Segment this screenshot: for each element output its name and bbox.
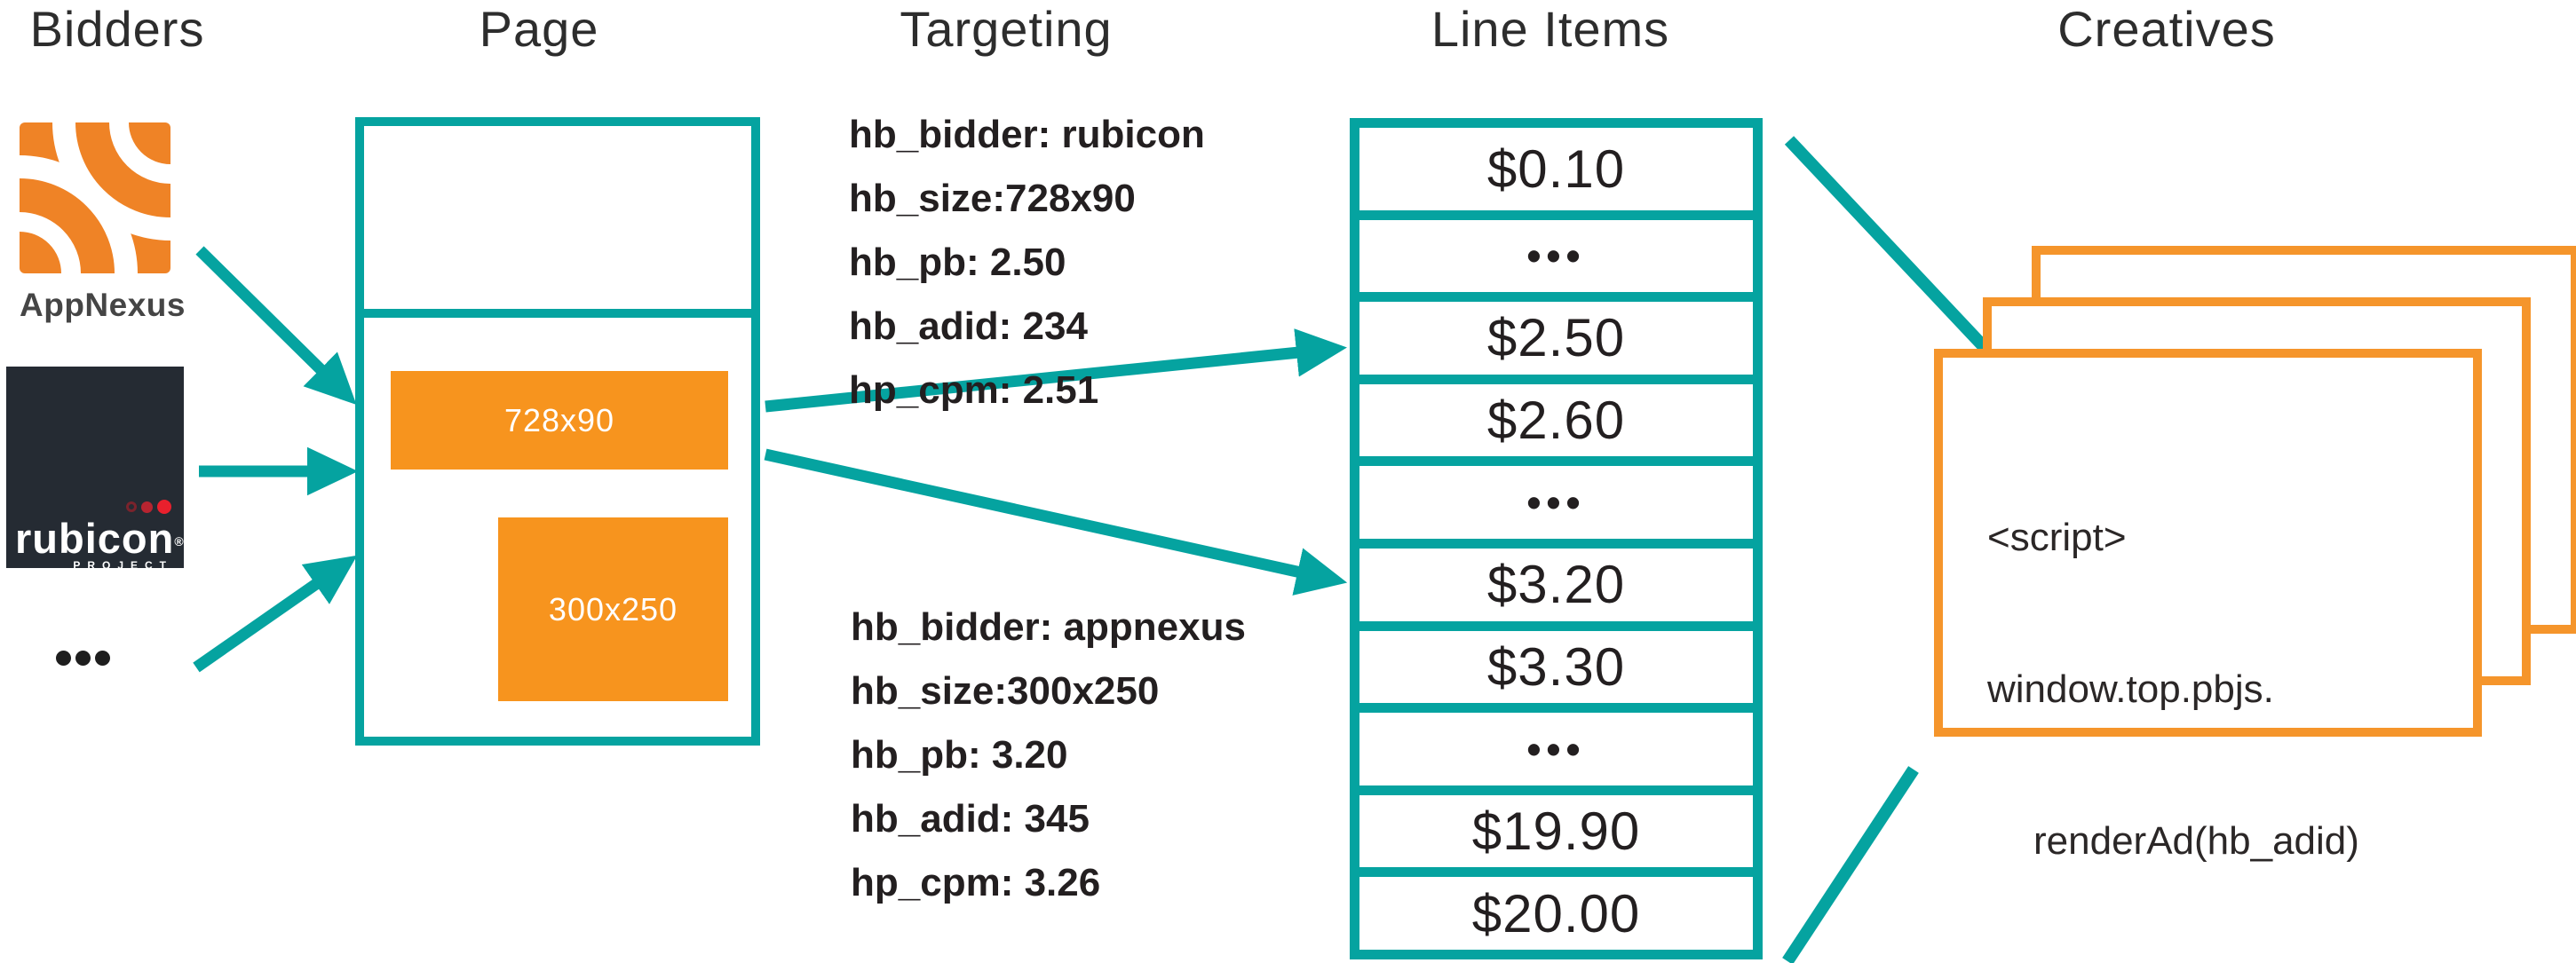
- ad-slot-300x250: 300x250: [498, 517, 728, 701]
- column-header-bidders: Bidders: [29, 1, 205, 57]
- line-item-row-ellipsis: •••: [1359, 456, 1753, 539]
- script-line: <script>: [1987, 516, 2127, 559]
- line-item-row: $20.00: [1359, 867, 1753, 950]
- script-line: window.top.pbjs.: [1987, 667, 2274, 711]
- targeting-line: hp_cpm: 2.51: [849, 368, 1099, 412]
- line-item-row: $3.20: [1359, 538, 1753, 621]
- line-item-row: $0.10: [1486, 138, 1626, 199]
- line-item-row: $19.90: [1359, 785, 1753, 868]
- column-header-creatives: Creatives: [2057, 1, 2276, 57]
- rubicon-bidder-logo: rubicon® PROJECT: [6, 367, 184, 568]
- line-item-row-ellipsis: •••: [1359, 703, 1753, 785]
- creative-render-script: <script> window.top.pbjs. renderAd(hb_ad…: [1987, 411, 2359, 963]
- arrow-more-bidders-to-page: [193, 555, 358, 673]
- targeting-line: hb_pb: 3.20: [851, 733, 1068, 777]
- line-item-row: $2.50: [1359, 292, 1753, 375]
- arrow-appnexus-to-page: [195, 246, 357, 406]
- targeting-line: hb_pb: 2.50: [849, 241, 1066, 284]
- appnexus-bidder-logo: AppNexus: [0, 4, 289, 391]
- appnexus-logo-icon: [0, 4, 289, 391]
- targeting-line: hp_cpm: 3.26: [851, 861, 1101, 904]
- arrow-728x90-to-line-item-250: [765, 328, 1347, 413]
- line-items-to-creatives-bottom-line: [1782, 766, 1919, 963]
- rubicon-logo-dots-icon: [126, 500, 171, 514]
- targeting-keyvalues-appnexus: hb_bidder: appnexus hb_size:300x250 hb_p…: [851, 596, 1246, 915]
- line-item-row: $3.30: [1359, 620, 1753, 704]
- column-header-page: Page: [479, 1, 599, 57]
- page-header-divider: [364, 309, 751, 318]
- page-wireframe: 728x90 300x250: [355, 117, 760, 746]
- line-items-price-table: $0.10 ••• $2.50 $2.60 ••• $3.20 $3.30 ••…: [1350, 118, 1763, 959]
- more-bidders-ellipsis-icon: [56, 651, 110, 666]
- column-header-targeting: Targeting: [900, 1, 1113, 57]
- targeting-line: hb_size:728x90: [849, 177, 1136, 220]
- rubicon-logo-wordmark: rubicon®: [15, 515, 184, 562]
- creative-card-front: <script> window.top.pbjs. renderAd(hb_ad…: [1934, 349, 2482, 863]
- rubicon-logo-project-label: PROJECT: [73, 559, 173, 568]
- targeting-keyvalues-rubicon: hb_bidder: rubicon hb_size:728x90 hb_pb:…: [849, 103, 1205, 422]
- line-item-row: $2.60: [1359, 374, 1753, 457]
- registered-mark: ®: [174, 534, 184, 549]
- ad-slot-728x90: 728x90: [391, 371, 728, 470]
- script-line: renderAd(hb_adid): [2033, 819, 2359, 863]
- targeting-line: hb_adid: 345: [851, 797, 1090, 841]
- column-header-line-items: Line Items: [1431, 1, 1670, 57]
- arrow-300x250-to-line-item-320: [764, 448, 1348, 596]
- line-items-to-creatives-top-line: [1784, 136, 1994, 357]
- line-item-row-ellipsis: •••: [1359, 209, 1753, 293]
- targeting-line: hb_size:300x250: [851, 669, 1160, 713]
- targeting-line: hb_adid: 234: [849, 304, 1088, 348]
- targeting-line: hb_bidder: rubicon: [849, 113, 1205, 156]
- appnexus-logo-label: AppNexus: [20, 287, 186, 323]
- targeting-line: hb_bidder: appnexus: [851, 605, 1246, 649]
